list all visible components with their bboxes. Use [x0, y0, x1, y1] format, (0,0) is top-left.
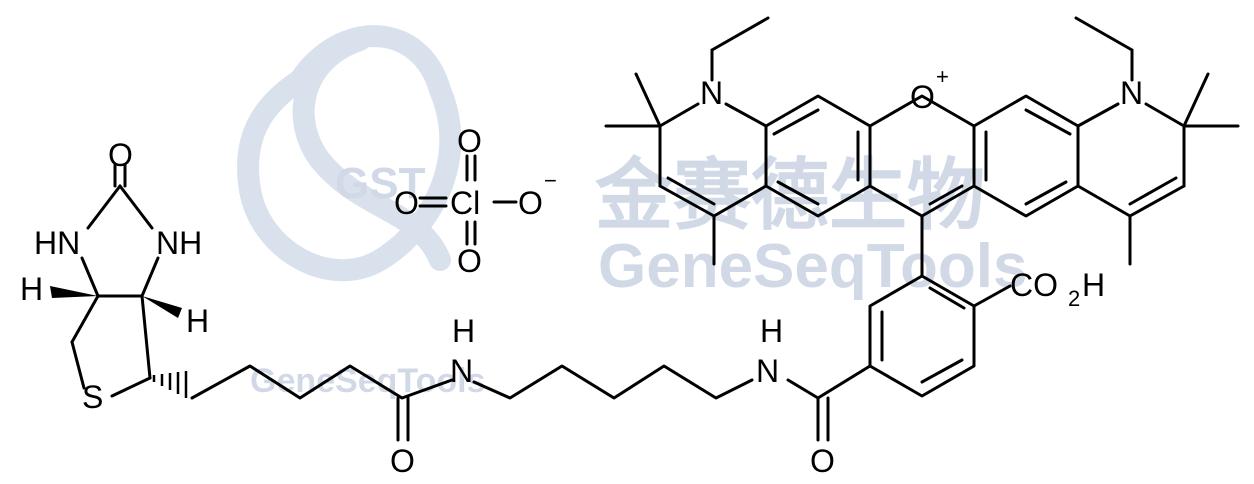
perchlorate-o-right: O	[518, 185, 543, 221]
amide1-h-label: H	[452, 313, 475, 349]
oxonium-o-label: O	[910, 79, 935, 115]
xanthene-core	[604, 16, 1240, 266]
perchlorate-o-top: O	[457, 123, 482, 159]
hn-left-label: HN	[34, 225, 80, 261]
co2h-h-label: H	[1082, 267, 1105, 303]
perchlorate-charge: −	[544, 168, 557, 193]
perchlorate-cl: Cl	[450, 185, 480, 221]
carbonyl-oxygen-label: O	[108, 137, 133, 173]
sulfur-label: S	[82, 379, 103, 415]
watermark-logo-letters: GST	[335, 159, 426, 208]
amide1-n-label: N	[450, 353, 473, 389]
co2h-group: CO 2 H	[1010, 267, 1105, 311]
amide2-o-label: O	[810, 443, 835, 479]
oxonium-charge-label: +	[936, 64, 949, 89]
watermark-brand: GeneSeqTools	[598, 232, 1028, 301]
biotin-fragment	[50, 163, 872, 442]
amide1-o-label: O	[390, 443, 415, 479]
amide2-n-label: N	[756, 353, 779, 389]
perchlorate-o-left: O	[394, 185, 419, 221]
perchlorate-ion: O O Cl O − O	[394, 123, 557, 279]
nh-right-label: NH	[156, 225, 202, 261]
perchlorate-o-bottom: O	[457, 243, 482, 279]
co2h-subscript-label: 2	[1068, 286, 1080, 311]
h-left-label: H	[20, 271, 43, 307]
amide2-h-label: H	[760, 313, 783, 349]
h-right-label: H	[186, 303, 209, 339]
n-left-label: N	[700, 75, 723, 111]
atom-labels: O HN NH H H S H N O H N O O O Cl O − O N…	[20, 64, 1143, 479]
benzoic-ring	[868, 214, 1012, 398]
watermark-dna-logo-icon	[237, 25, 462, 282]
co2h-co-label: CO	[1010, 267, 1058, 303]
n-right-label: N	[1120, 75, 1143, 111]
watermark-chinese-name: 金赛德生物	[594, 151, 985, 239]
